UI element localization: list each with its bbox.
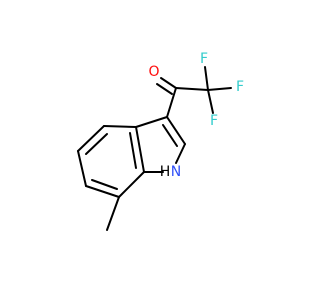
bond-c4-c5 (77, 125, 105, 152)
bond-c6-c7 (85, 185, 120, 198)
bonds (77, 66, 232, 231)
bond-c6-c7-inner (91, 179, 118, 190)
bond-c3-c2-inner (162, 124, 178, 147)
bond-c3-carbonyl (166, 87, 177, 118)
bond-c7-c7a (118, 171, 145, 198)
bond-c7a-c3a (135, 126, 145, 173)
hydrogen-label: H (160, 164, 171, 180)
bond-carbonyl-oxygen (160, 77, 177, 89)
bond-cf3-f-right (207, 87, 232, 91)
nitrogen-label: N (171, 164, 181, 180)
bond-c3a-c4 (103, 125, 137, 128)
bond-c2-n1 (175, 143, 186, 164)
fluorine-top-label: F (200, 51, 208, 67)
oxygen-label: O (148, 64, 159, 80)
bond-c5-c6 (77, 150, 87, 187)
bond-c3a-c3 (135, 116, 168, 128)
fluorine-bottom-label: F (210, 113, 218, 129)
bond-cf3-f-top (204, 66, 209, 91)
bond-carbonyl-cf3 (175, 87, 209, 91)
fluorine-right-label: F (236, 79, 244, 95)
bond-cf3-f-bottom (207, 89, 214, 114)
bond-c7-methyl (106, 196, 120, 231)
bond-c3-c2 (166, 116, 186, 145)
bond-c4-c5-inner (85, 133, 108, 155)
bond-c7a-c3a-inner (129, 132, 137, 169)
bond-carbonyl-oxygen-second (156, 83, 173, 95)
molecule-structure: O F F F N H (77, 51, 244, 231)
atom-labels: O F F F N H (148, 51, 244, 180)
